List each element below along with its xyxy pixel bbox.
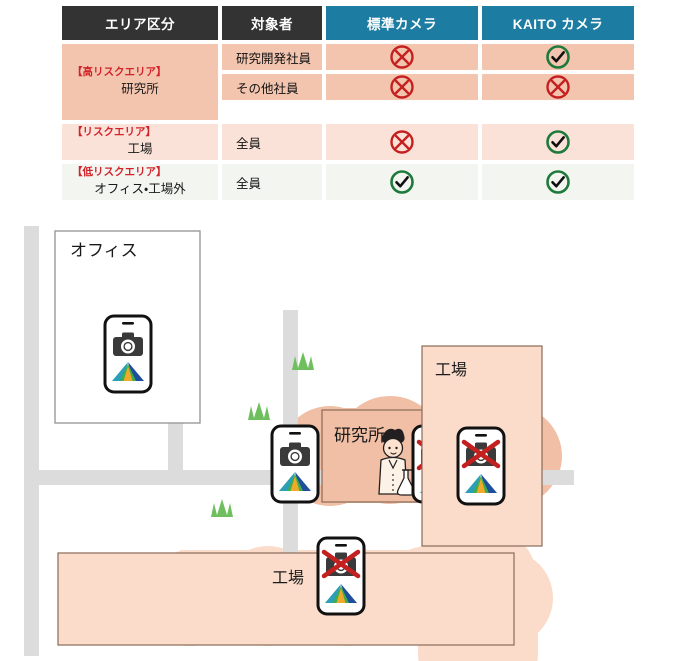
cross-icon <box>390 75 414 99</box>
target-cell: 全員 <box>222 124 322 160</box>
kaito-camera-cell <box>482 164 634 200</box>
building-label-factory-right: 工場 <box>435 361 467 379</box>
site-map-diagram: オフィス 研究所 <box>0 198 694 661</box>
check-icon <box>546 130 570 154</box>
camera-blocked-cross-icon <box>461 439 501 469</box>
area-name-label: 工場 <box>127 141 153 156</box>
area-risk-tag: 【高リスクエリア】 <box>72 66 167 79</box>
check-icon <box>390 170 414 194</box>
table-group-high-risk: 【高リスクエリア】 研究所 研究開発社員 <box>62 44 634 120</box>
standard-camera-cell <box>326 164 478 200</box>
target-cell: その他社員 <box>222 74 322 100</box>
standard-camera-cell <box>326 74 478 100</box>
column-header-kaito-camera: KAITO カメラ <box>482 6 634 40</box>
column-header-standard-camera: 標準カメラ <box>326 6 478 40</box>
building-label-factory-bottom: 工場 <box>272 569 304 587</box>
column-header-area: エリア区分 <box>62 6 218 40</box>
table-row: 【低リスクエリア】 オフィス・工場外 全員 <box>62 164 634 200</box>
cross-icon <box>546 75 570 99</box>
kaito-camera-cell <box>482 44 634 70</box>
area-cell-high-risk: 【高リスクエリア】 研究所 <box>62 44 218 120</box>
grass-icon <box>248 402 270 420</box>
building-factory-right: 工場 <box>421 345 543 547</box>
area-risk-tag: 【低リスクエリア】 <box>72 166 167 179</box>
grass-icon <box>292 352 314 370</box>
table-row: その他社員 <box>222 74 634 100</box>
building-label-lab: 研究所 <box>334 426 385 445</box>
kaito-camera-cell <box>482 74 634 100</box>
high-risk-subrows: 研究開発社員 その他社員 <box>222 44 634 120</box>
camera-blocked-cross-icon <box>321 549 361 579</box>
table-row: 【リスクエリア】 工場 全員 <box>62 124 634 160</box>
cross-icon <box>390 45 414 69</box>
phone-office <box>103 314 153 394</box>
phone-street <box>270 424 320 504</box>
building-label-office: オフィス <box>70 241 138 260</box>
area-cell-low-risk: 【低リスクエリア】 オフィス・工場外 <box>62 164 218 200</box>
standard-camera-cell <box>326 44 478 70</box>
standard-camera-cell <box>326 124 478 160</box>
target-cell: 研究開発社員 <box>222 44 322 70</box>
cross-icon <box>390 130 414 154</box>
grass-icon <box>211 499 233 517</box>
building-office: オフィス <box>54 230 201 424</box>
phone-factory-right <box>456 426 506 506</box>
area-name-label: オフィス・工場外 <box>94 181 186 196</box>
kaito-camera-cell <box>482 124 634 160</box>
check-icon <box>546 45 570 69</box>
table-header-row: エリア区分 対象者 標準カメラ KAITO カメラ <box>62 6 634 40</box>
phone-factory-bottom <box>316 536 366 616</box>
target-cell: 全員 <box>222 164 322 200</box>
column-header-target: 対象者 <box>222 6 322 40</box>
building-factory-bottom: 工場 <box>57 536 515 646</box>
area-risk-tag: 【リスクエリア】 <box>72 126 156 139</box>
area-cell-risk: 【リスクエリア】 工場 <box>62 124 218 160</box>
area-name-label: 研究所 <box>121 81 159 96</box>
table-row: 研究開発社員 <box>222 44 634 70</box>
area-policy-table: エリア区分 対象者 標準カメラ KAITO カメラ 【高リスクエリア】 研究所 … <box>62 6 634 200</box>
check-icon <box>546 170 570 194</box>
person-researcher <box>378 428 416 496</box>
